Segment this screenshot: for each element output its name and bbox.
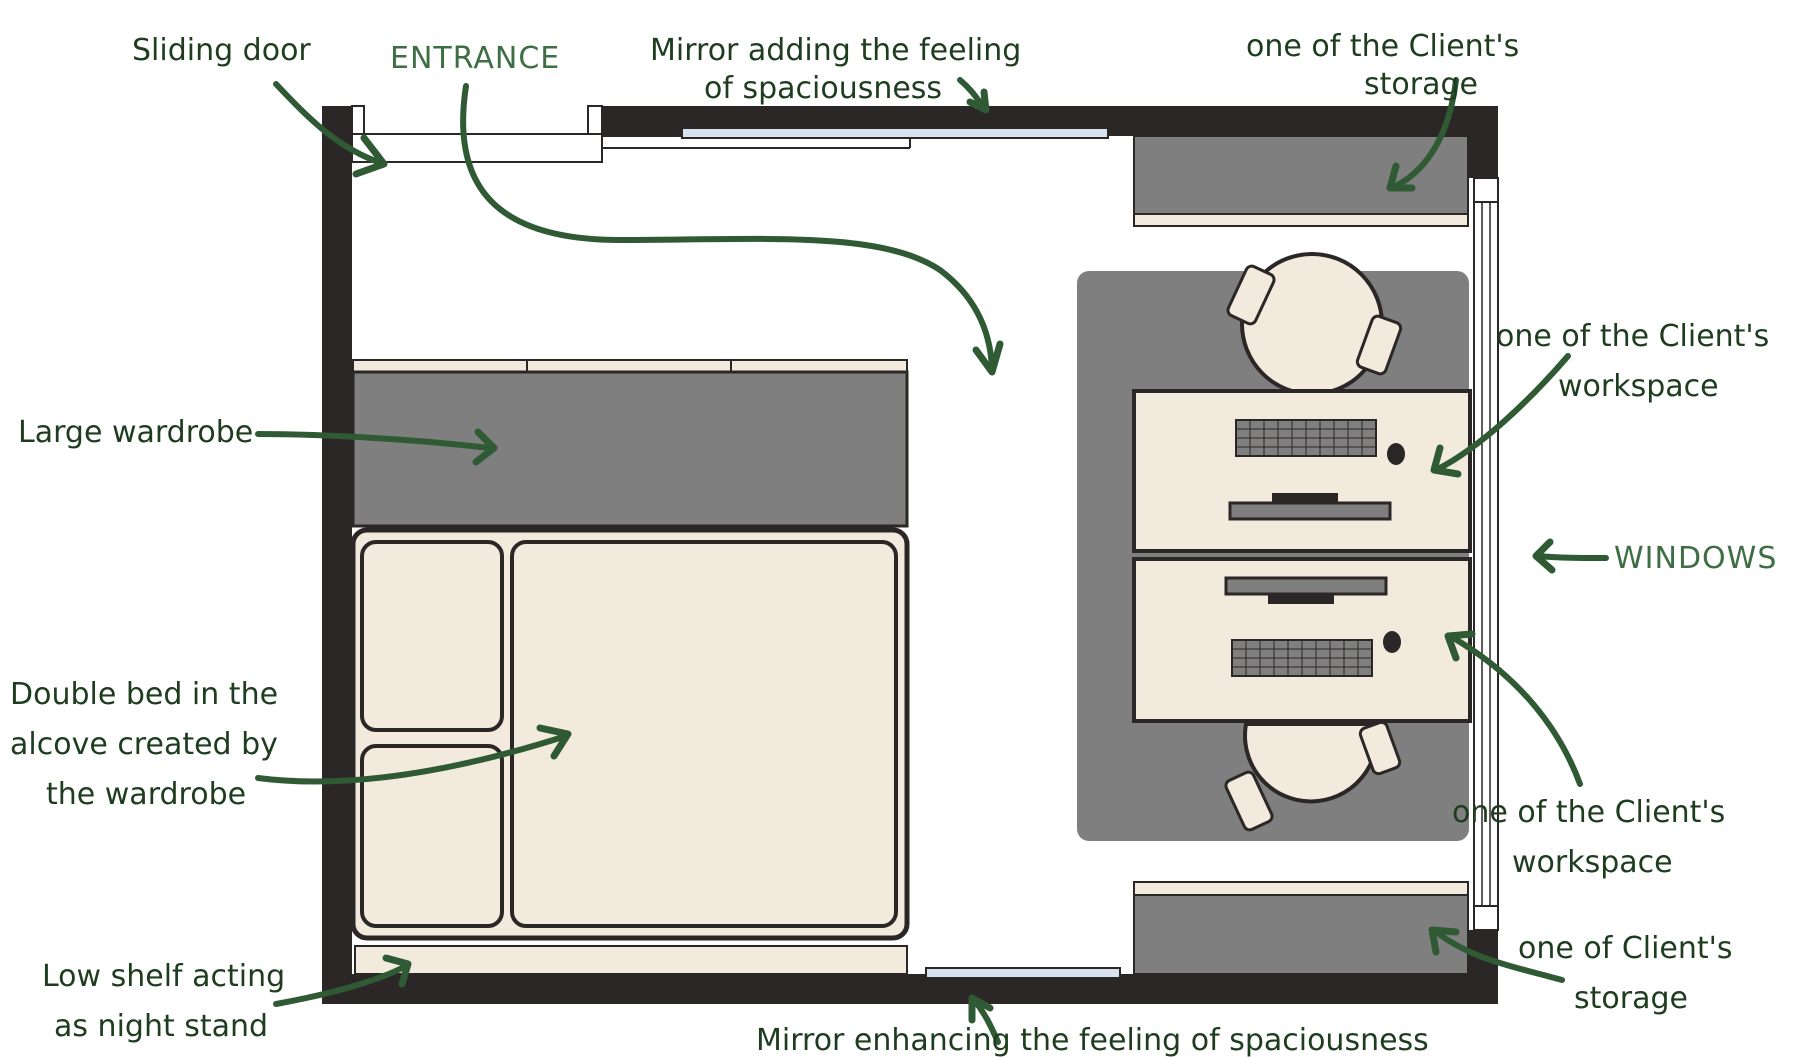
arrow-entrance	[460, 83, 995, 371]
label-workspace-bottom-2: workspace	[1512, 845, 1673, 880]
label-large-wardrobe: Large wardrobe	[18, 415, 253, 450]
label-mirror-bottom: Mirror enhancing the feeling of spacious…	[756, 1023, 1429, 1057]
arrow-windows	[1535, 553, 1609, 561]
arrow-sliding-door	[273, 81, 387, 167]
door-jamb-left	[351, 105, 365, 137]
pillow-lower	[360, 744, 504, 928]
label-workspace-top-1: one of the Client's	[1496, 319, 1769, 354]
label-workspace-top-2: workspace	[1558, 369, 1719, 404]
label-mirror-top-1: Mirror adding the feeling	[650, 33, 1021, 68]
storage-bottom	[1133, 881, 1469, 975]
door-jamb-right	[587, 105, 603, 137]
walls	[322, 105, 1498, 1004]
low-shelf	[354, 945, 908, 975]
annotation-arrows	[255, 77, 1609, 1045]
arrow-storage-top	[1389, 77, 1459, 191]
desk-bottom	[1132, 557, 1472, 723]
large-wardrobe	[351, 359, 909, 528]
mouse-bottom	[1383, 631, 1401, 653]
label-entrance: ENTRANCE	[390, 41, 560, 76]
label-double-bed-2: alcove created by	[10, 727, 278, 762]
label-storage-bottom-2: storage	[1574, 981, 1688, 1016]
mirror-bottom	[925, 967, 1121, 979]
double-bed	[350, 527, 910, 941]
label-storage-bottom-1: one of Client's	[1518, 931, 1733, 966]
arrow-storage-bottom	[1431, 927, 1565, 983]
label-workspace-bottom-1: one of the Client's	[1452, 795, 1725, 830]
mirror-top	[681, 127, 1109, 139]
workspace-area	[1077, 252, 1472, 841]
arrow-workspace-top	[1433, 353, 1571, 473]
pillow-upper	[360, 540, 504, 732]
wall-bottom	[322, 974, 1498, 1004]
label-mirror-top-2: of spaciousness	[704, 71, 942, 106]
desk-top	[1132, 389, 1472, 553]
label-double-bed-1: Double bed in the	[10, 677, 278, 712]
label-storage-top-1: one of the Client's	[1246, 29, 1519, 64]
storage-top	[1133, 135, 1469, 227]
label-windows: WINDOWS	[1614, 541, 1777, 576]
label-storage-top-2: storage	[1364, 67, 1478, 102]
wall-right-top	[1468, 106, 1498, 178]
monitor-bottom	[1224, 576, 1388, 596]
arrow-low-shelf	[273, 963, 409, 1007]
label-sliding-door: Sliding door	[132, 33, 311, 68]
monitor-top	[1228, 501, 1392, 521]
chair-bottom	[1224, 720, 1402, 832]
arrow-workspace-bottom	[1447, 633, 1583, 787]
label-low-shelf-2: as night stand	[54, 1009, 268, 1044]
annotations: Sliding door ENTRANCE Mirror adding the …	[10, 29, 1777, 1057]
arrow-double-bed	[255, 733, 569, 785]
wall-right-bottom	[1468, 930, 1498, 1004]
window	[1473, 177, 1499, 931]
wall-left	[322, 106, 352, 1004]
mattress	[510, 540, 898, 928]
mouse-top	[1387, 443, 1405, 465]
label-low-shelf-1: Low shelf acting	[42, 959, 285, 994]
arrow-large-wardrobe	[255, 431, 493, 451]
label-double-bed-3: the wardrobe	[46, 777, 246, 812]
